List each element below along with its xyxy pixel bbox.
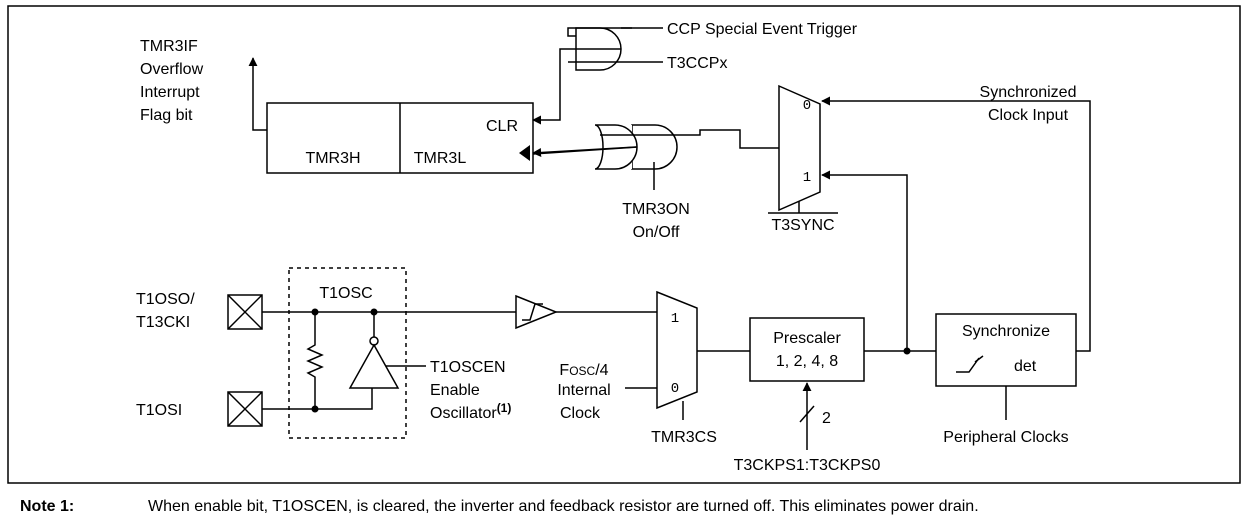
feedback-resistor (306, 312, 324, 409)
mux-to-and-wire (637, 129, 779, 149)
t1osc-label: T1OSC (319, 285, 372, 302)
clock-to-tmr3l-wire (532, 146, 638, 158)
prescaler-box (749, 317, 865, 382)
t3sync-label: T3SYNC (771, 217, 834, 234)
det-label: det (1014, 358, 1037, 375)
enable-label: Enable (430, 382, 480, 399)
enable-and-gate (631, 124, 678, 170)
tmr3h-label: TMR3H (305, 150, 360, 167)
oscillator-label: Oscillator(1) (430, 401, 511, 422)
interrupt-label: Interrupt (140, 84, 200, 101)
sync-mux-input-0: 0 (803, 98, 811, 114)
t1oso-label: T1OSO/ (136, 291, 195, 308)
clr-label: CLR (486, 118, 518, 135)
tmr3cs-label: TMR3CS (651, 429, 717, 446)
t3ckps-label: T3CKPS1:T3CKPS0 (734, 457, 881, 474)
ccp-input-1 (567, 27, 632, 37)
bus-slash (799, 405, 815, 423)
tmr3on-label: TMR3ON (622, 201, 690, 218)
async-clock-wire (821, 170, 908, 351)
clock-label: Clock (560, 405, 601, 422)
t13cki-label: T13CKI (136, 314, 190, 331)
clock-source-mux (656, 290, 698, 410)
t1osi-wire (262, 388, 373, 410)
sync-mux-input-1: 1 (803, 170, 811, 186)
sync-mux (778, 84, 821, 212)
clock-mux-input-0: 0 (671, 381, 679, 397)
fosc-label: FOSC/4 (559, 362, 608, 379)
note-line: Note 1:When enable bit, T1OSCEN, is clea… (20, 498, 979, 515)
overflow-arrow (248, 57, 267, 131)
bus-width-label: 2 (822, 410, 831, 427)
tmr3if-label: TMR3IF (140, 38, 198, 55)
schmitt-trigger-buffer (515, 294, 559, 330)
edge-detect-icon (956, 357, 980, 373)
overflow-label: Overflow (140, 61, 204, 78)
on-off-label: On/Off (633, 224, 680, 241)
hysteresis-icon (522, 303, 543, 321)
ccp-special-event-label: CCP Special Event Trigger (667, 21, 858, 38)
clock-input-triangle (519, 145, 530, 161)
prescaler-values: 1, 2, 4, 8 (776, 353, 838, 370)
flag-bit-label: Flag bit (140, 107, 193, 124)
synchronized-label: Synchronized (980, 84, 1077, 101)
t1osc-dashed-box (288, 267, 407, 439)
clock-input-label: Clock Input (988, 107, 1069, 124)
t1osi-label: T1OSI (136, 402, 182, 419)
prescaler-label: Prescaler (773, 330, 841, 347)
t3ccpx-label: T3CCPx (667, 55, 727, 72)
clr-wire (532, 48, 621, 125)
sync-clock-wire (821, 96, 1091, 352)
and-gate-body (594, 124, 638, 170)
synchronize-label: Synchronize (962, 323, 1050, 340)
t1oscen-label: T1OSCEN (430, 359, 506, 376)
clock-mux-input-1: 1 (671, 311, 679, 327)
peripheral-clocks-label: Peripheral Clocks (943, 429, 1068, 446)
tmr3l-label: TMR3L (414, 150, 467, 167)
internal-label: Internal (557, 382, 610, 399)
synchronize-box (935, 313, 1077, 387)
diagram-frame (7, 5, 1241, 484)
